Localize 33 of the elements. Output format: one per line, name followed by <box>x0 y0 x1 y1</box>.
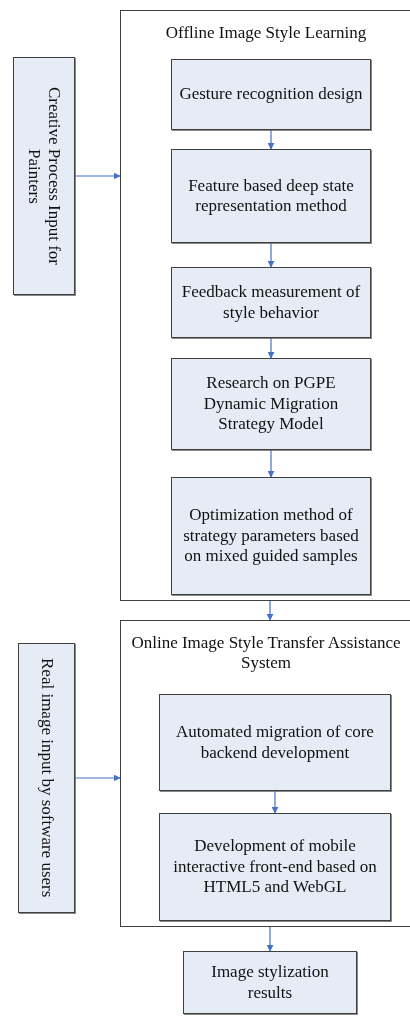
input-box <box>13 57 75 295</box>
process-box <box>171 477 371 595</box>
container-title: Offline Image Style Learning <box>164 23 368 44</box>
arrow <box>267 129 275 150</box>
arrow <box>271 790 279 814</box>
box-label: Automated migration of core backend development <box>175 722 375 763</box>
process-box <box>171 149 371 243</box>
process-box <box>171 59 371 130</box>
box-label: Creative Process Input for Painters <box>24 86 65 267</box>
process-box <box>183 951 357 1014</box>
box-label: Development of mobile interactive front-end based on HTML5 and WebGL <box>172 836 378 898</box>
arrow <box>266 926 274 952</box>
box-label: Image stylization results <box>210 962 330 1003</box>
arrow <box>267 449 275 478</box>
stage-container <box>120 620 410 927</box>
arrow <box>74 172 121 180</box>
process-box <box>171 358 371 450</box>
process-box <box>171 267 371 338</box>
box-label: Research on PGPE Dynamic Migration Strategy Model <box>202 373 340 435</box>
arrow <box>267 242 275 268</box>
process-box <box>159 694 391 791</box>
box-label: Feedback measurement of style behavior <box>180 282 362 323</box>
box-label: Feature based deep state representation method <box>187 175 355 217</box>
arrow <box>267 337 275 359</box>
arrow <box>266 600 274 621</box>
arrow <box>74 774 121 782</box>
process-box <box>159 813 391 921</box>
box-label: Optimization method of strategy parameters based on mixed guided samples <box>182 505 360 567</box>
box-label: Gesture recognition design <box>179 84 363 105</box>
box-label: Real image input by software users <box>36 658 57 898</box>
input-box <box>18 643 75 913</box>
stage-container <box>120 10 410 601</box>
container-title: Online Image Style Transfer Assistance System <box>130 633 402 674</box>
